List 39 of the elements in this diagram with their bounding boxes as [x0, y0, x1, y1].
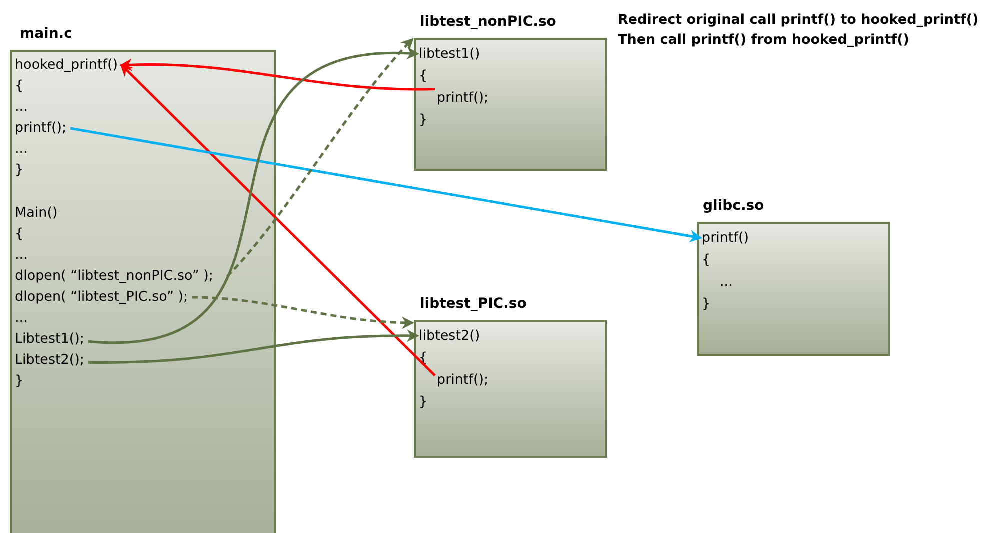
- arrow: [192, 296, 414, 329]
- code-line: printf();: [437, 87, 489, 109]
- code-line: ...: [15, 140, 28, 159]
- arrow: [88, 330, 420, 364]
- file-name: libtest_nonPIC.so: [420, 14, 556, 30]
- arrow: [226, 38, 414, 278]
- code-line: hooked_printf(): [15, 55, 118, 76]
- code-line: Libtest2();: [15, 350, 84, 371]
- file-name: libtest_PIC.so: [420, 296, 527, 312]
- code-line: printf(): [702, 227, 750, 249]
- arrow: [120, 59, 436, 91]
- code-line: {: [419, 67, 428, 86]
- code-line: dlopen( “libtest_PIC.so” );: [15, 287, 188, 308]
- arrow: [88, 48, 420, 343]
- code-line: printf();: [15, 118, 67, 139]
- code-line: dlopen( “libtest_nonPIC.so” );: [15, 266, 214, 287]
- code-line: {: [15, 225, 24, 244]
- code-line: Main(): [15, 204, 58, 223]
- code-line: libtest1(): [419, 43, 480, 65]
- code-line: libtest2(): [419, 325, 480, 347]
- code-line: {: [702, 251, 711, 270]
- file-name: main.c: [20, 26, 72, 42]
- arrow: [120, 64, 436, 376]
- note-text: Then call printf() from hooked_printf(): [618, 32, 910, 48]
- code-line: }: [419, 393, 428, 412]
- code-line: }: [15, 161, 24, 180]
- code-line: }: [702, 295, 711, 314]
- note-text: Redirect original call printf() to hooked_printf(): [618, 12, 979, 28]
- code-line: }: [419, 111, 428, 130]
- code-line: printf();: [437, 369, 489, 391]
- arrow: [70, 127, 702, 242]
- file-name: glibc.so: [703, 198, 764, 214]
- code-line: ...: [15, 246, 28, 265]
- code-line: {: [15, 77, 24, 96]
- code-line: ...: [720, 273, 733, 292]
- code-line: Libtest1();: [15, 329, 84, 350]
- code-line: }: [15, 372, 24, 391]
- code-line: ...: [15, 98, 28, 117]
- code-line: ...: [15, 309, 28, 328]
